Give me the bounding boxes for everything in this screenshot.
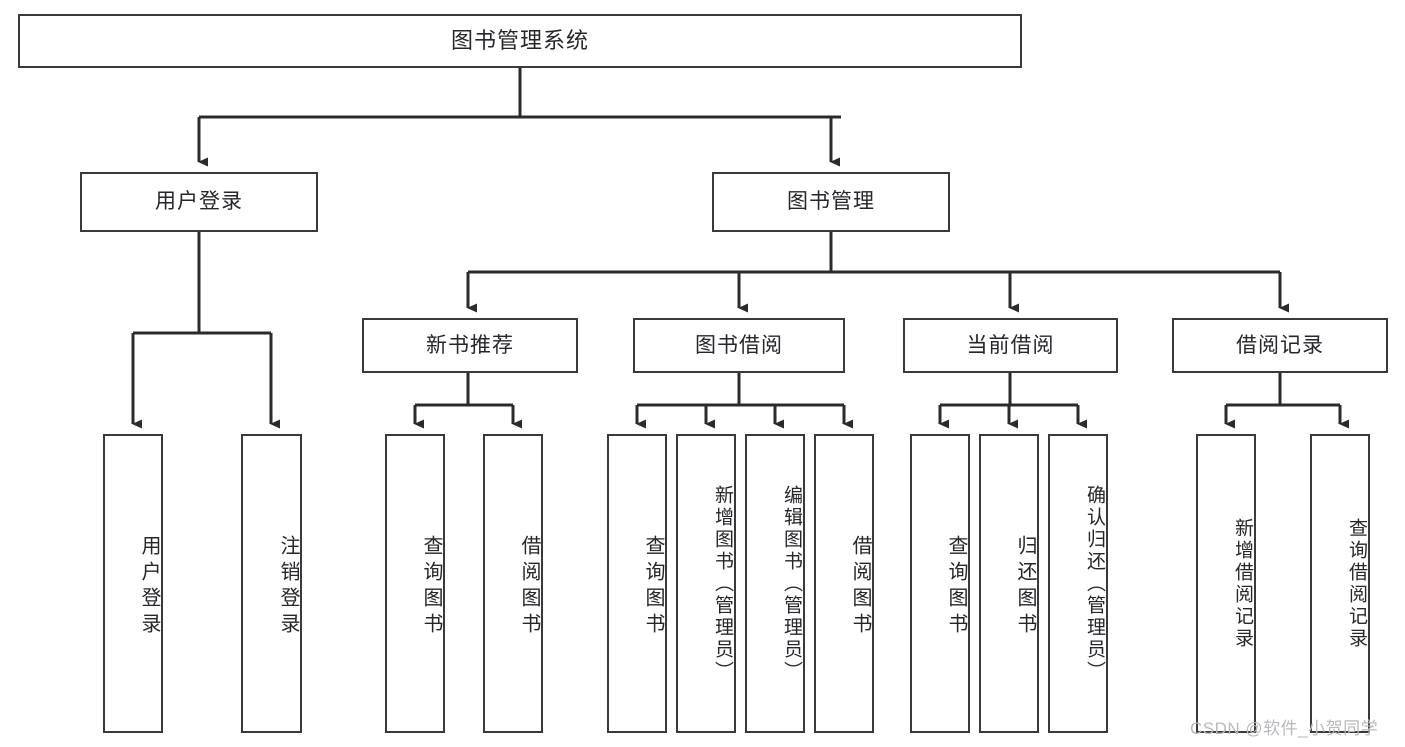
node-new-book-recommend[interactable]: 新书推荐 bbox=[362, 318, 578, 373]
leaf-query-book-nbr[interactable]: 查询图书 bbox=[385, 434, 445, 733]
leaf-return-book[interactable]: 归还图书 bbox=[979, 434, 1039, 733]
leaf-borrow-book-bb[interactable]: 借阅图书 bbox=[814, 434, 874, 733]
leaf-user-login[interactable]: 用户登录 bbox=[103, 434, 163, 733]
leaf-query-book-cb[interactable]: 查询图书 bbox=[910, 434, 970, 733]
leaf-confirm-return-admin[interactable]: 确认归还（管理员） bbox=[1048, 434, 1108, 733]
leaf-logout[interactable]: 注销登录 bbox=[241, 434, 302, 733]
leaf-query-book-bb[interactable]: 查询图书 bbox=[607, 434, 667, 733]
leaf-query-borrow-record[interactable]: 查询借阅记录 bbox=[1310, 434, 1370, 733]
node-borrow-record[interactable]: 借阅记录 bbox=[1172, 318, 1388, 373]
leaf-add-book-admin[interactable]: 新增图书（管理员） bbox=[676, 434, 736, 733]
leaf-edit-book-admin[interactable]: 编辑图书（管理员） bbox=[745, 434, 805, 733]
node-current-borrow[interactable]: 当前借阅 bbox=[903, 318, 1118, 373]
leaf-add-borrow-record[interactable]: 新增借阅记录 bbox=[1196, 434, 1256, 733]
node-book-borrow[interactable]: 图书借阅 bbox=[633, 318, 845, 373]
csdn-watermark: CSDN @软件_小贺同学 bbox=[1190, 719, 1379, 738]
node-book-management[interactable]: 图书管理 bbox=[712, 172, 950, 232]
node-root[interactable]: 图书管理系统 bbox=[18, 14, 1022, 68]
leaf-borrow-book-nbr[interactable]: 借阅图书 bbox=[483, 434, 543, 733]
node-user-login[interactable]: 用户登录 bbox=[80, 172, 318, 232]
